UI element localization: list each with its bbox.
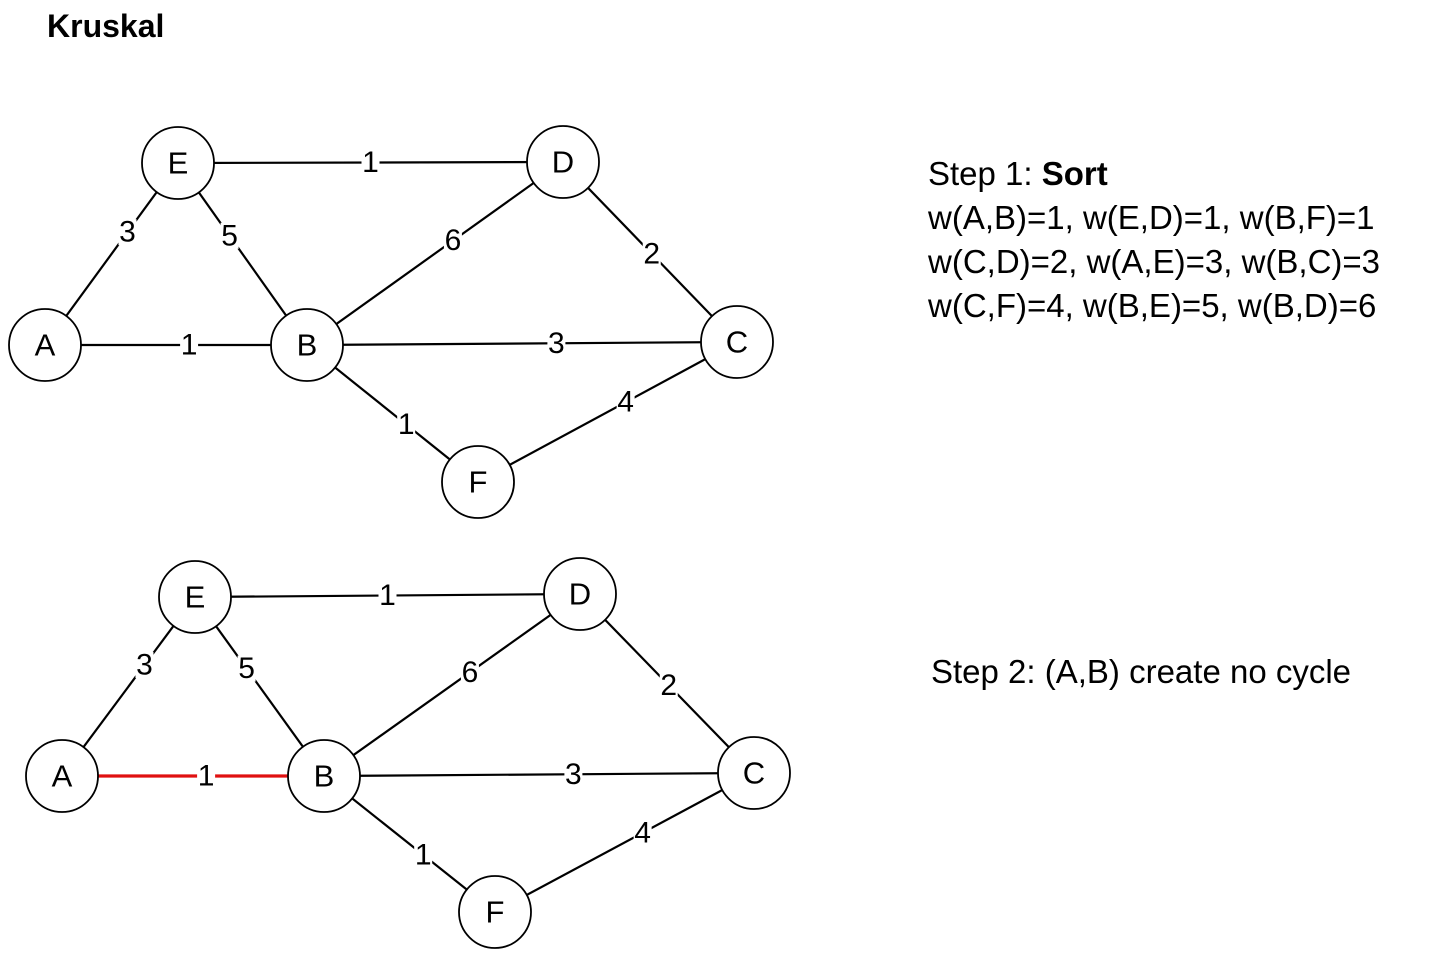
node-a (25, 739, 99, 813)
node-d (526, 125, 600, 199)
edge-weight-b-e: 5 (238, 652, 255, 685)
edge-weight-c-f: 4 (617, 386, 634, 419)
edge-weight-e-d: 1 (362, 146, 379, 179)
edge-label-background (118, 219, 137, 246)
edge-label-background (237, 655, 256, 682)
node-d (543, 557, 617, 631)
edge-label-background (564, 761, 583, 788)
step1-line-1: w(A,B)=1, w(E,D)=1, w(B,F)=1 (928, 199, 1375, 236)
step1-line-3: w(C,F)=4, w(B,E)=5, w(B,D)=6 (928, 287, 1377, 324)
node-label-f: F (469, 465, 488, 500)
step1-prefix: Step 1: (928, 155, 1042, 192)
edge-weight-b-d: 6 (462, 656, 479, 689)
edge-weight-b-d: 6 (445, 224, 462, 257)
edge-weight-c-f: 4 (634, 816, 651, 849)
edge-weight-b-f: 1 (398, 408, 415, 441)
node-f (441, 445, 515, 519)
edge-b-c (306, 340, 738, 347)
edge-a-e (44, 162, 179, 346)
edge-a-e (61, 596, 196, 777)
edge-label-background (547, 330, 566, 357)
node-label-a: A (52, 759, 73, 794)
edge-weight-b-c: 3 (565, 758, 582, 791)
node-label-f: F (486, 895, 505, 930)
edge-label-background (220, 222, 239, 249)
node-f (458, 875, 532, 949)
edge-weight-e-d: 1 (379, 579, 396, 612)
edge-weight-b-e: 5 (221, 219, 238, 252)
edge-label-background (397, 411, 416, 438)
edge-b-c (323, 771, 755, 778)
edge-c-f (477, 341, 738, 483)
edge-b-e (177, 162, 308, 346)
node-e (158, 560, 232, 634)
step2-text: Step 2: (A,B) create no cycle (931, 653, 1352, 690)
edge-label-background (197, 763, 216, 789)
node-a (8, 308, 82, 382)
step1-line-2: w(C,D)=2, w(A,E)=3, w(B,C)=3 (928, 243, 1381, 280)
step1-heading: Step 1: Sort (928, 152, 1380, 196)
node-label-e: E (168, 146, 189, 181)
node-label-c: C (726, 325, 748, 360)
step1-text: Step 1: Sort w(A,B)=1, w(E,D)=1, w(B,F)=… (928, 152, 1380, 328)
edge-c-f (494, 772, 755, 913)
edge-label-background (443, 227, 462, 254)
node-e (141, 126, 215, 200)
edge-label-background (659, 672, 678, 699)
edge-label-background (135, 652, 154, 679)
edge-label-background (414, 841, 433, 868)
edge-b-d (323, 593, 581, 777)
edge-label-background (460, 659, 479, 686)
node-label-b: B (314, 759, 335, 794)
edge-label-background (633, 819, 652, 846)
page-title: Kruskal (47, 8, 165, 44)
edge-label-background (642, 240, 661, 267)
node-label-e: E (185, 580, 206, 615)
edge-weight-a-e: 3 (119, 216, 136, 249)
node-label-d: D (569, 577, 591, 612)
edge-label-background (616, 389, 635, 416)
edge-b-d (306, 161, 564, 346)
edge-label-background (378, 582, 397, 609)
node-label-a: A (35, 328, 56, 363)
node-b (270, 308, 344, 382)
edge-weight-a-b: 1 (198, 760, 215, 793)
edge-weight-a-b: 1 (181, 329, 198, 362)
edge-weight-b-c: 3 (548, 327, 565, 360)
edge-weight-a-e: 3 (136, 649, 153, 682)
edge-label-background (180, 332, 199, 358)
node-c (717, 736, 791, 810)
node-label-b: B (297, 328, 318, 363)
step1-sort-label: Sort (1041, 155, 1108, 192)
node-c (700, 305, 774, 379)
edge-label-background (361, 149, 380, 176)
graph-2: 1 1 1 2 3 3 4 5 6A B C D E F (25, 557, 791, 949)
edge-weight-b-f: 1 (415, 838, 432, 871)
edge-weight-c-d: 2 (660, 669, 677, 702)
node-b (287, 739, 361, 813)
graph-1: 1 1 1 2 3 3 4 5 6A B C D E F (8, 125, 774, 519)
node-label-c: C (743, 756, 765, 791)
node-label-d: D (552, 145, 574, 180)
edge-weight-c-d: 2 (643, 237, 660, 270)
